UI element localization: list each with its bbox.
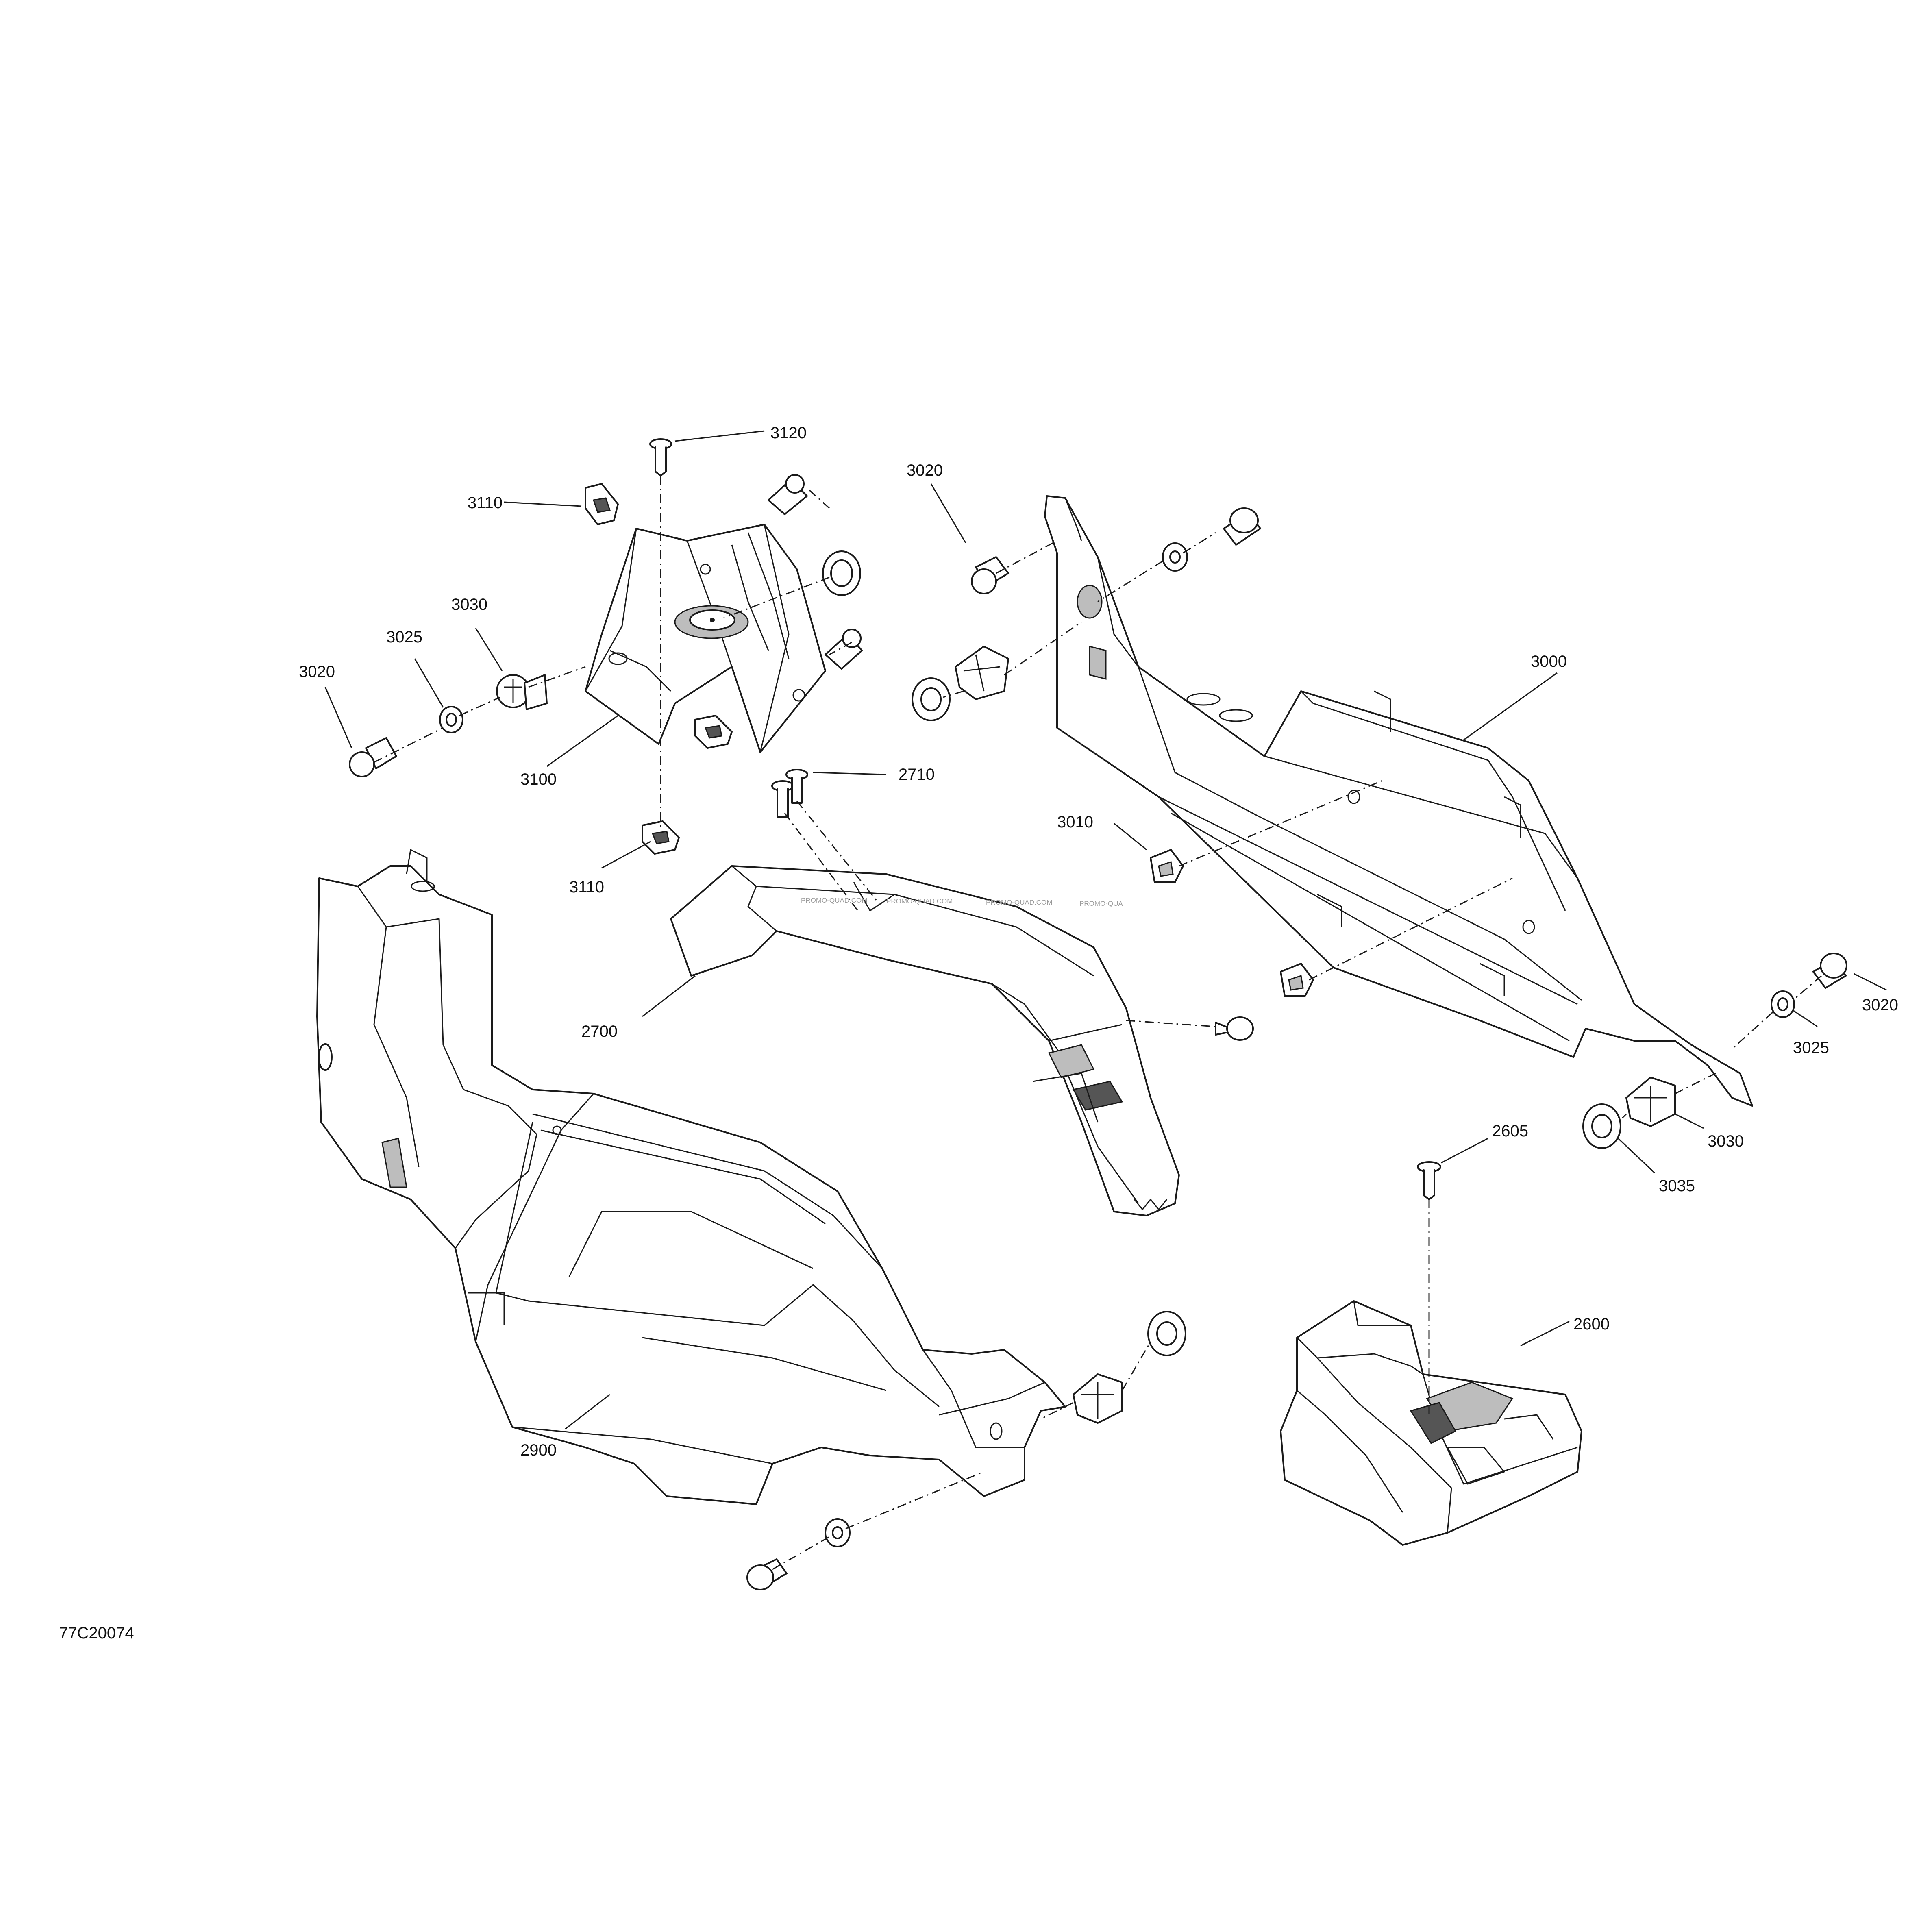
callout-3110-bottom[interactable]: 3110	[569, 878, 604, 896]
clip-3110-bottom[interactable]	[642, 820, 680, 855]
washer-lower-right[interactable]	[1147, 1311, 1186, 1356]
washer-top-left[interactable]	[912, 677, 951, 721]
clip-3010-lower[interactable]	[1280, 963, 1314, 997]
washer-3025-left[interactable]	[439, 706, 463, 733]
side-panel-part-2900[interactable]	[316, 849, 1066, 1505]
leader-lines	[324, 430, 1887, 1430]
grommet-3030-top[interactable]	[955, 646, 1009, 700]
callout-3010[interactable]: 3010	[1057, 813, 1093, 831]
grommet-3030-left[interactable]	[496, 674, 548, 710]
bracket-part-3100[interactable]	[585, 524, 826, 753]
watermark-4: PROMO-QUA	[1079, 900, 1123, 907]
clip-3110-mid[interactable]	[694, 715, 733, 749]
callout-3030-right[interactable]: 3030	[1708, 1132, 1744, 1150]
push-rivet-top-right[interactable]	[1223, 507, 1261, 546]
bolt-arch[interactable]	[1215, 1016, 1254, 1041]
pin-2710-a[interactable]	[771, 780, 794, 818]
callout-3020-right[interactable]: 3020	[1862, 996, 1898, 1014]
callout-3120[interactable]: 3120	[770, 424, 807, 442]
screw-3120[interactable]	[649, 438, 672, 476]
callout-3030-left[interactable]: 3030	[451, 596, 487, 614]
callout-3020-top-center[interactable]: 3020	[907, 461, 943, 479]
push-rivet-lower[interactable]	[746, 1558, 788, 1590]
washer-3035[interactable]	[1582, 1103, 1621, 1149]
callout-3100[interactable]: 3100	[520, 770, 557, 788]
bolt-bracket-lower[interactable]	[825, 629, 863, 670]
bolt-bracket-upper[interactable]	[768, 474, 808, 515]
pin-2710-b[interactable]	[785, 769, 808, 804]
tray-part-2600[interactable]	[1280, 1300, 1582, 1546]
push-rivet-3020-right[interactable]	[1812, 953, 1847, 989]
callout-2710[interactable]: 2710	[899, 766, 935, 783]
push-rivet-3020-left[interactable]	[349, 737, 397, 777]
screw-2605[interactable]	[1417, 1161, 1441, 1200]
callout-3110-top[interactable]: 3110	[468, 494, 503, 512]
watermark-1: PROMO-QUAD.COM	[801, 896, 867, 904]
watermark-2: PROMO-QUAD.COM	[886, 897, 953, 905]
clip-3110-top[interactable]	[585, 483, 619, 525]
side-panel-part-3000[interactable]	[1044, 495, 1753, 1107]
callout-3020-left[interactable]: 3020	[299, 663, 335, 681]
callout-2900[interactable]: 2900	[520, 1441, 557, 1459]
washer-bracket[interactable]	[822, 550, 861, 596]
push-rivet-3020-top-center[interactable]	[971, 556, 1009, 594]
washer-3025-right[interactable]	[1771, 990, 1795, 1018]
callout-2600[interactable]: 2600	[1573, 1315, 1610, 1333]
diagram-reference-code: 77C20074	[59, 1624, 134, 1642]
arch-cover-part-2700[interactable]	[670, 865, 1180, 1216]
callout-2605[interactable]: 2605	[1492, 1122, 1528, 1140]
watermarks: PROMO-QUAD.COM PROMO-QUAD.COM PROMO-QUAD…	[801, 896, 1123, 907]
watermark-3: PROMO-QUAD.COM	[986, 899, 1052, 906]
callout-3035[interactable]: 3035	[1659, 1177, 1695, 1195]
grommet-lower[interactable]	[1073, 1373, 1123, 1424]
callout-3000[interactable]: 3000	[1531, 653, 1567, 670]
callout-3025-left[interactable]: 3025	[386, 628, 422, 646]
clip-3010[interactable]	[1150, 849, 1184, 883]
washer-lower-left[interactable]	[825, 1518, 851, 1547]
callout-3025-right[interactable]: 3025	[1793, 1039, 1829, 1057]
assembly-lines	[374, 476, 1822, 1570]
washer-top-right[interactable]	[1162, 542, 1188, 572]
grommet-3030-right[interactable]	[1625, 1077, 1676, 1127]
callout-labels: 3120 3110 3020 3030 3025 3020 3100 2710 …	[299, 424, 1898, 1459]
callout-2700[interactable]: 2700	[581, 1023, 618, 1040]
